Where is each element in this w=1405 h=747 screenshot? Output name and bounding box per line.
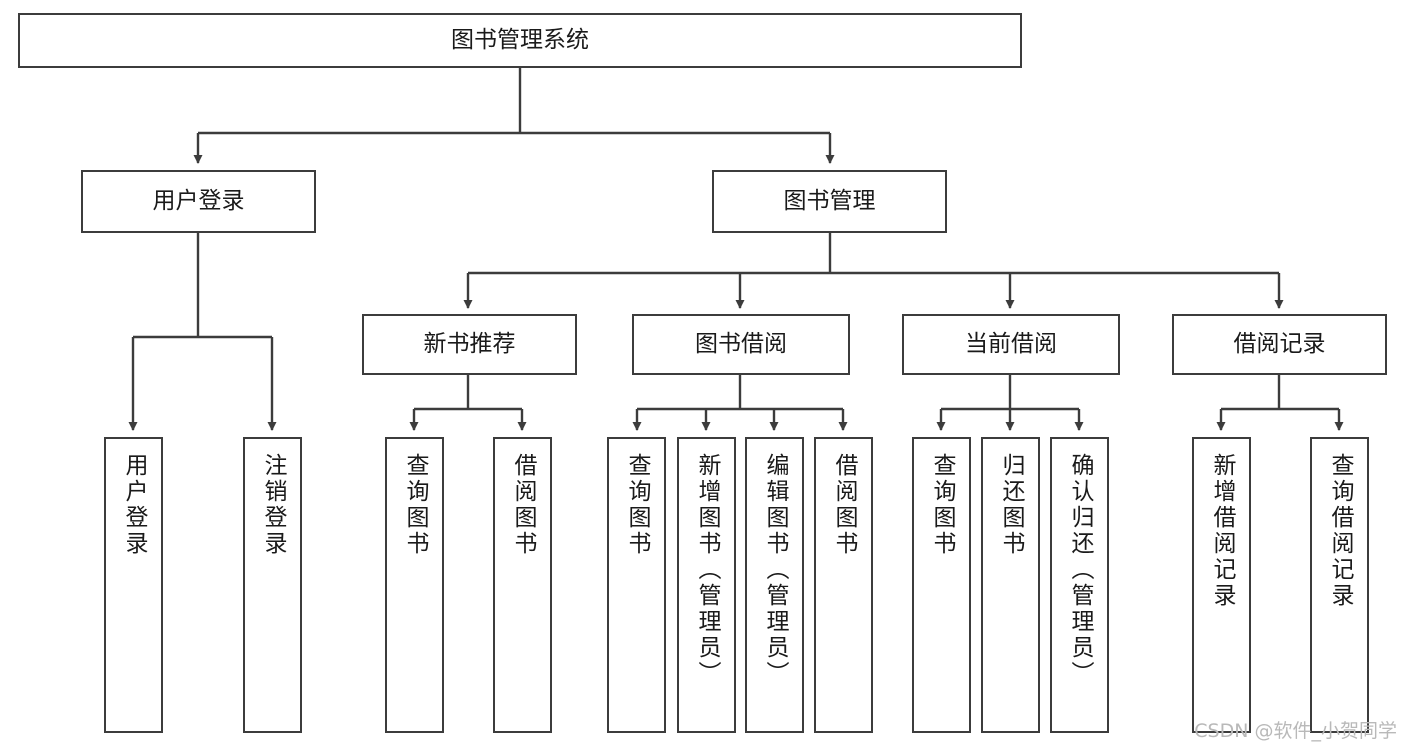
leaf-recommend-borrow-book[interactable]: 借阅图书 <box>493 437 552 733</box>
node-book-management[interactable]: 图书管理 <box>712 170 947 233</box>
leaf-borrow-edit-book[interactable]: 编辑图书（管理员） <box>745 437 804 733</box>
node-current-borrow[interactable]: 当前借阅 <box>902 314 1120 375</box>
node-book-borrow[interactable]: 图书借阅 <box>632 314 850 375</box>
node-label: 图书管理系统 <box>451 26 589 53</box>
node-label: 用户登录 <box>121 453 147 557</box>
node-label: 借阅图书 <box>510 453 536 557</box>
leaf-user-login-login[interactable]: 用户登录 <box>104 437 163 733</box>
node-label: 注销登录 <box>260 453 286 557</box>
node-label: 编辑图书（管理员） <box>762 453 788 687</box>
node-user-login[interactable]: 用户登录 <box>81 170 316 233</box>
leaf-borrow-add-book[interactable]: 新增图书（管理员） <box>677 437 736 733</box>
node-label: 当前借阅 <box>965 330 1057 357</box>
node-label: 新增图书（管理员） <box>694 453 720 687</box>
node-label: 查询图书 <box>624 453 650 557</box>
node-root-system[interactable]: 图书管理系统 <box>18 13 1022 68</box>
node-label: 新增借阅记录 <box>1209 453 1235 609</box>
node-label: 新书推荐 <box>423 330 516 357</box>
node-label: 归还图书 <box>998 453 1024 557</box>
node-label: 图书借阅 <box>695 330 787 357</box>
leaf-current-return-book[interactable]: 归还图书 <box>981 437 1040 733</box>
leaf-record-add-record[interactable]: 新增借阅记录 <box>1192 437 1251 733</box>
leaf-record-query-record[interactable]: 查询借阅记录 <box>1310 437 1369 733</box>
leaf-borrow-borrow-book[interactable]: 借阅图书 <box>814 437 873 733</box>
leaf-current-query-book[interactable]: 查询图书 <box>912 437 971 733</box>
node-label: 确认归还（管理员） <box>1067 453 1093 687</box>
node-label: 查询图书 <box>402 453 428 557</box>
leaf-recommend-query-book[interactable]: 查询图书 <box>385 437 444 733</box>
node-new-book-recommend[interactable]: 新书推荐 <box>362 314 577 375</box>
node-label: 用户登录 <box>152 187 245 214</box>
node-label: 借阅图书 <box>831 453 857 557</box>
node-label: 查询图书 <box>929 453 955 557</box>
node-label: 图书管理 <box>783 187 876 214</box>
leaf-user-login-logout[interactable]: 注销登录 <box>243 437 302 733</box>
leaf-current-confirm-return[interactable]: 确认归还（管理员） <box>1050 437 1109 733</box>
node-label: 查询借阅记录 <box>1327 453 1353 609</box>
node-borrow-record[interactable]: 借阅记录 <box>1172 314 1387 375</box>
node-label: 借阅记录 <box>1233 330 1326 357</box>
leaf-borrow-query-book[interactable]: 查询图书 <box>607 437 666 733</box>
